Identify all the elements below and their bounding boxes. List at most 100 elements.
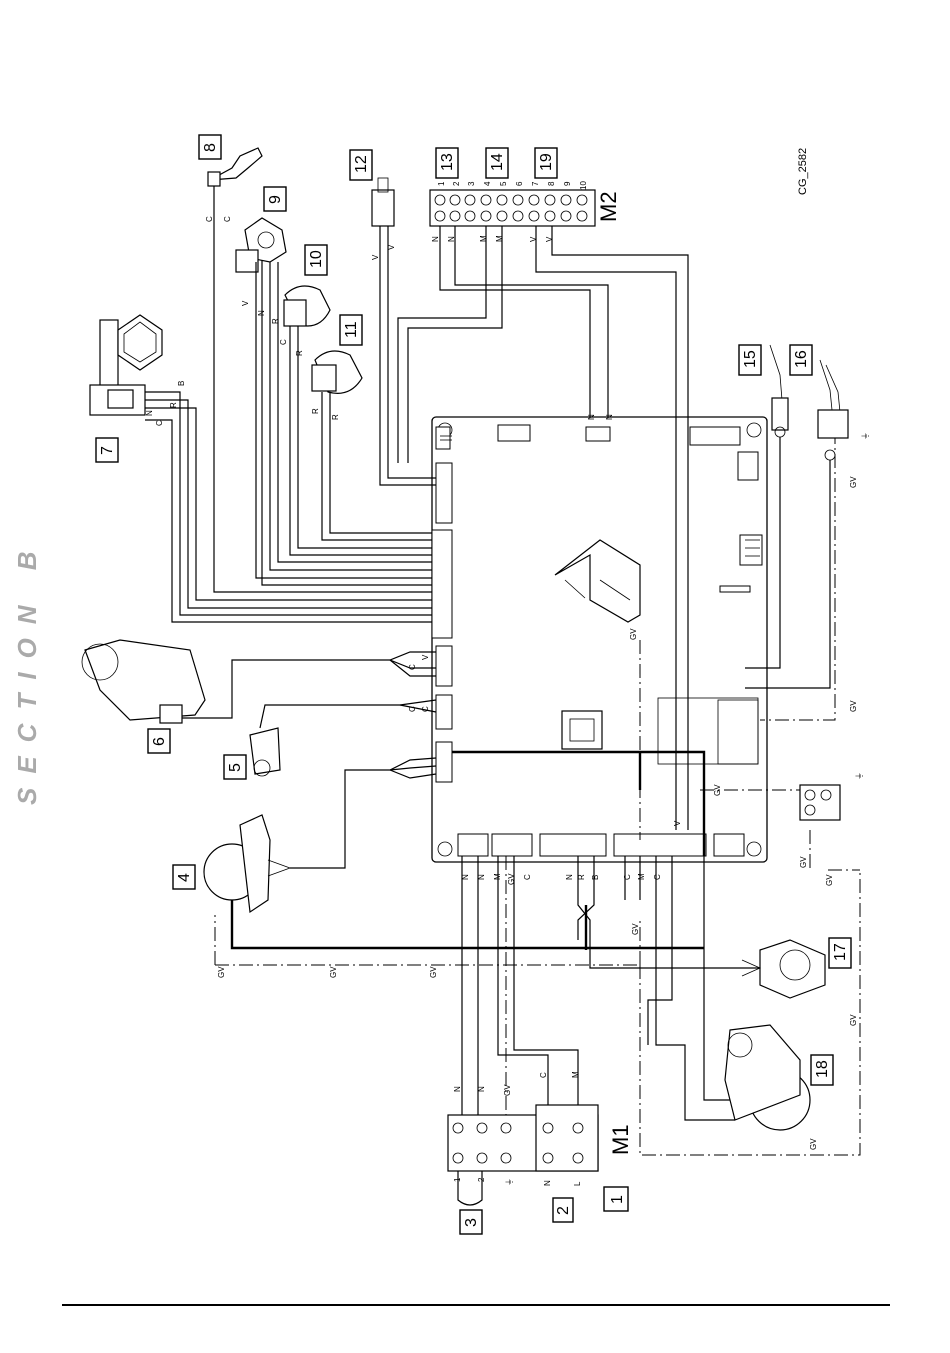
ground-wire-label: GV — [849, 700, 858, 712]
m1-wire-label: N — [453, 1086, 462, 1092]
wires-5 — [260, 700, 436, 728]
wire-label: M — [637, 873, 646, 880]
wire-label: B — [591, 875, 600, 880]
wire-label: C — [623, 874, 632, 880]
component-number-14: 14 — [489, 153, 506, 171]
wires-7 — [145, 392, 432, 622]
ground-terminal — [800, 785, 840, 820]
m2-terminal-7: 7 — [531, 181, 540, 186]
component-number-6: 6 — [151, 737, 168, 746]
ground-wire-label: GV — [849, 1014, 858, 1026]
component-number-2: 2 — [555, 1206, 572, 1215]
m2-terminal-1: 1 — [437, 181, 446, 186]
ground-wire-label: GV — [631, 923, 640, 935]
wires-9 — [256, 260, 432, 585]
wire-label: V — [371, 254, 380, 260]
wire-label: C — [408, 706, 417, 712]
wire-label: R — [169, 402, 178, 408]
m2-terminal-2: 2 — [452, 181, 461, 186]
m1-terminal-label: N — [543, 1180, 552, 1186]
component-17 — [742, 940, 825, 998]
component-10 — [284, 286, 330, 326]
m2-wire-label: N — [431, 236, 440, 242]
wire-label: V — [673, 820, 682, 826]
connector-4 — [436, 742, 452, 782]
m2-terminal-5: 5 — [499, 181, 508, 186]
component-number-10: 10 — [308, 250, 325, 268]
m2-terminal-6: 6 — [515, 181, 524, 186]
wires-11 — [322, 392, 432, 540]
wire-label: C — [421, 706, 430, 712]
ground-icon: ⏚ — [505, 1178, 514, 1186]
component-number-11: 11 — [343, 321, 360, 338]
m2-terminal-8: 8 — [547, 181, 556, 186]
drawing-code: CG_2582 — [797, 148, 809, 195]
component-number-13: 13 — [439, 153, 456, 171]
ground-icon: ⏚ — [861, 432, 870, 440]
wire-label: C — [408, 664, 417, 670]
ground-wire-label: GV — [217, 966, 226, 978]
component-number-12: 12 — [353, 155, 370, 173]
component-number-19: 19 — [538, 153, 555, 171]
wire-label: N — [565, 874, 574, 880]
component-12 — [372, 178, 394, 226]
m2-terminal-4: 4 — [483, 181, 492, 186]
ground-wire-label: GV — [429, 966, 438, 978]
connector-sensors — [432, 530, 452, 638]
m1-wire-label: C — [539, 1072, 548, 1078]
wire-label: C — [523, 874, 532, 880]
component-number-15: 15 — [742, 350, 759, 368]
m1-wire-label: GV — [503, 1084, 512, 1096]
m2-wire-label: V — [529, 236, 538, 242]
m1-label: M1 — [608, 1124, 633, 1155]
wire-label: N — [145, 410, 154, 416]
wire-label: C — [205, 216, 214, 222]
wires-6 — [182, 652, 436, 718]
wire-label: R — [311, 408, 320, 414]
terminal-block-m2: M2 1 2 3 4 5 6 7 8 9 10 N N M M V V — [430, 181, 621, 242]
wire-label: B — [177, 381, 186, 386]
footer-rule — [62, 1304, 890, 1306]
component-number-9: 9 — [267, 195, 284, 204]
connector-5 — [436, 695, 452, 729]
component-number-7: 7 — [99, 446, 116, 455]
wire-label: R — [577, 874, 586, 880]
m2-label: M2 — [596, 191, 621, 222]
component-11 — [312, 351, 362, 393]
terminal-block-m1: M1 1 2 N L ⏚ N N GV C M — [448, 1071, 633, 1186]
wire-label: N — [587, 414, 596, 420]
wire-label: N — [605, 414, 614, 420]
component-18 — [725, 1025, 810, 1130]
m2-wire-label: M — [495, 235, 504, 242]
wire-label: C — [653, 874, 662, 880]
component-16 — [818, 360, 848, 460]
wire-label: N — [257, 310, 266, 316]
component-number-3: 3 — [463, 1218, 480, 1227]
component-number-8: 8 — [202, 143, 219, 152]
wire-label: R — [331, 414, 340, 420]
component-4 — [204, 815, 290, 912]
connector-top — [436, 463, 452, 523]
wire-label: R — [271, 318, 280, 324]
m2-terminal-9: 9 — [563, 181, 572, 186]
wire-label: C — [155, 420, 164, 426]
wire-label: N — [461, 874, 470, 880]
component-5 — [250, 728, 280, 776]
component-6 — [82, 640, 205, 723]
component-number-18: 18 — [814, 1060, 831, 1078]
wire-label: R — [295, 350, 304, 356]
wire-label: GV — [507, 873, 516, 885]
connector-gasvalve — [436, 646, 452, 686]
component-number-4: 4 — [176, 873, 193, 882]
component-number-5: 5 — [227, 763, 244, 772]
ground-wire-label: GV — [825, 874, 834, 886]
ground-wire-label: GV — [809, 1138, 818, 1150]
ground-wire-label: GV — [713, 784, 722, 796]
m2-wire-label: M — [479, 235, 488, 242]
m1-wire-label: M — [571, 1071, 580, 1078]
ground-wire-label: GV — [799, 856, 808, 868]
ground-wire-label: GV — [629, 628, 638, 640]
wire-label: C — [279, 339, 288, 345]
component-number-1: 1 — [609, 1195, 626, 1204]
